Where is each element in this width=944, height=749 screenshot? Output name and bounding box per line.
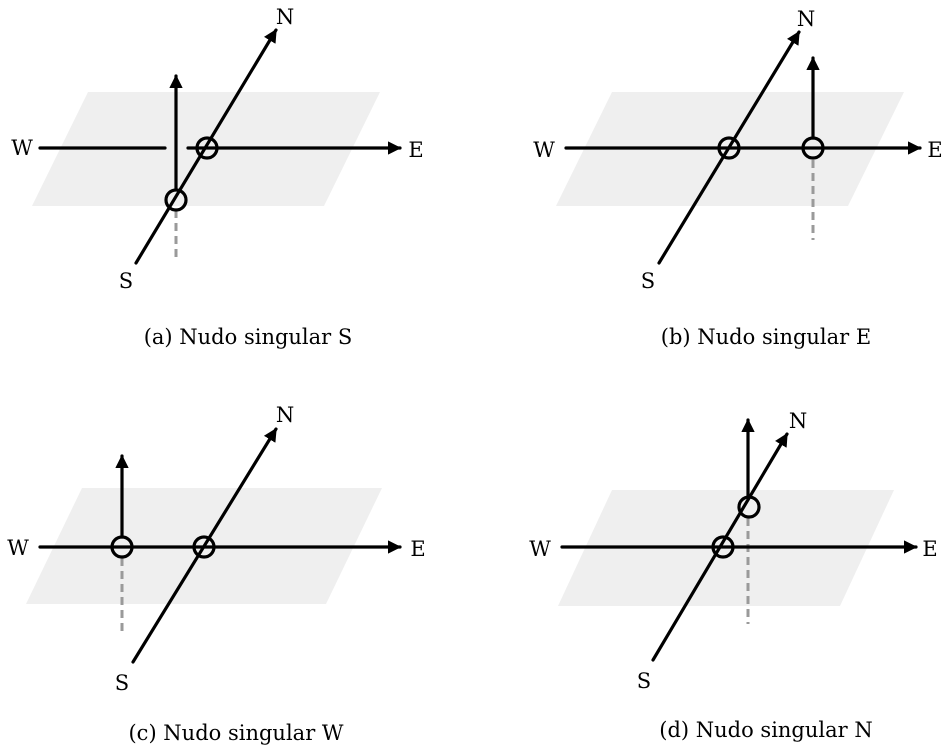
label-east: E [922,537,937,561]
north-south-axis [131,427,278,664]
panel-a: W E N S (a) Nudo singular S [11,5,423,349]
caption: (d) Nudo singular N [659,718,872,742]
label-west: W [529,537,551,561]
label-south: S [641,269,655,293]
label-west: W [7,536,29,560]
singular-node-circle [110,535,134,559]
panel-c: W E N S (c) Nudo singular W [7,403,425,745]
singular-node-circle [164,188,188,212]
caption: (b) Nudo singular E [661,325,871,349]
north-south-axis [657,30,801,265]
label-west: W [533,138,555,162]
label-east: E [927,138,942,162]
north-south-axis [134,28,278,265]
caption: (c) Nudo singular W [128,721,343,745]
label-south: S [637,669,651,693]
singular-node-circle [801,136,825,160]
label-south: S [115,671,129,695]
panel-b: W E N S (b) Nudo singular E [533,7,942,349]
label-east: E [410,537,425,561]
label-north: N [789,409,807,433]
label-north: N [797,7,815,31]
caption: (a) Nudo singular S [144,325,353,349]
node-circle [717,136,741,160]
node-circle [195,136,219,160]
label-north: N [276,403,294,427]
panel-d: W E N S (d) Nudo singular N [529,409,937,742]
label-west: W [11,136,33,160]
north-south-axis [651,432,789,662]
singular-node-circle [737,495,761,519]
node-circle [711,535,735,559]
label-south: S [119,269,133,293]
label-east: E [408,138,423,162]
node-circle [192,535,216,559]
label-north: N [276,5,294,29]
